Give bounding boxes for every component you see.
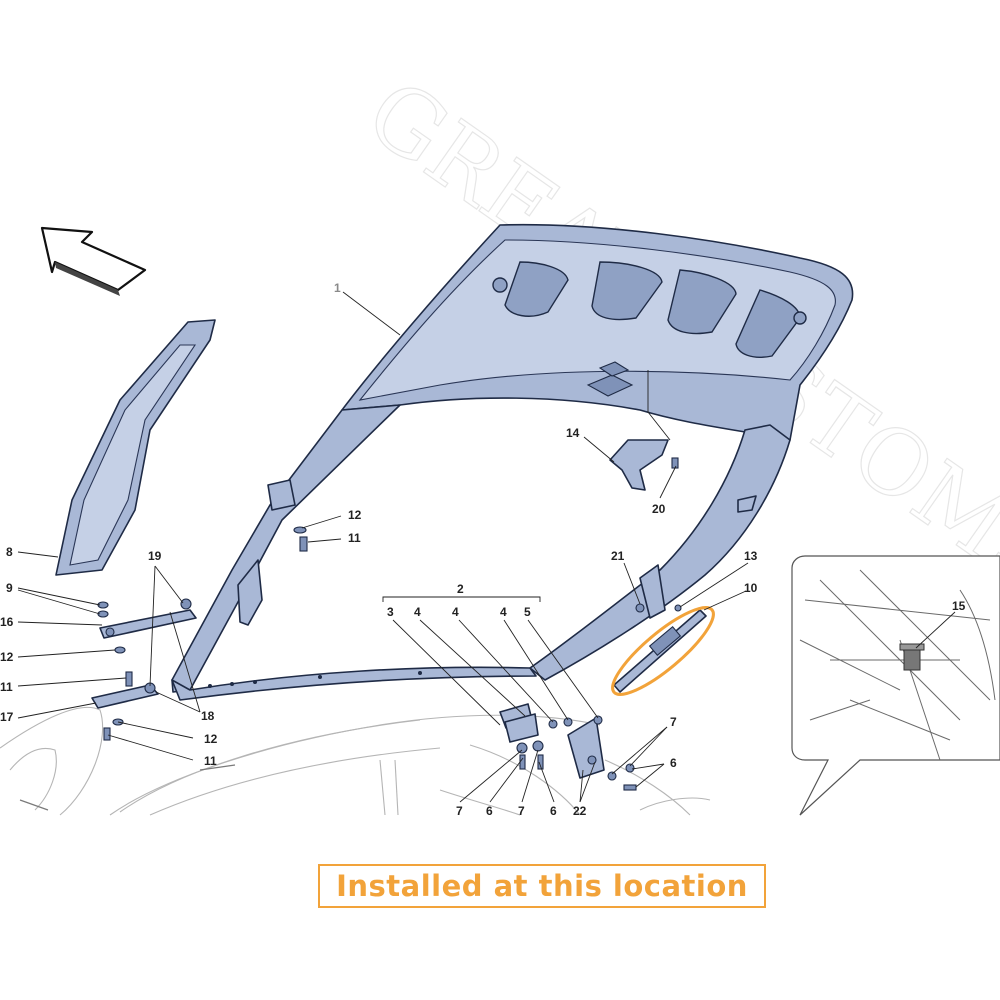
callout-1: 1 xyxy=(334,281,341,295)
callout-4-c: 4 xyxy=(500,605,507,619)
install-location-text: Installed at this location xyxy=(336,869,748,903)
callout-18-a: 18 xyxy=(201,709,215,723)
callout-11-b: 11 xyxy=(0,680,13,694)
callout-12-b: 12 xyxy=(0,650,14,664)
car-body-outline xyxy=(0,706,711,816)
callout-10: 10 xyxy=(744,581,758,595)
strut-bracket xyxy=(635,564,682,619)
hinge-arm-lower xyxy=(91,682,159,709)
hood-frame xyxy=(171,404,791,701)
hood-bracket xyxy=(609,439,669,491)
callout-5: 5 xyxy=(524,605,531,619)
direction-arrow-icon xyxy=(40,226,147,296)
callout-6-a: 6 xyxy=(486,804,493,818)
strut-highlight xyxy=(611,606,715,696)
callout-labels: 1 2 3 4 4 4 5 6 6 6 7 7 7 8 9 10 11 11 1… xyxy=(0,281,966,818)
install-location-banner: Installed at this location xyxy=(318,864,766,908)
callout-16: 16 xyxy=(0,615,14,629)
callout-14: 14 xyxy=(566,426,580,440)
inset-detail xyxy=(791,555,1000,816)
fastener-group-left xyxy=(97,526,308,741)
hinge-assembly xyxy=(499,703,637,791)
callout-8: 8 xyxy=(6,545,13,559)
callout-22: 22 xyxy=(573,804,587,818)
callout-19: 19 xyxy=(148,549,162,563)
callout-6-c: 6 xyxy=(670,756,677,770)
callout-12-c: 12 xyxy=(204,732,218,746)
side-seal xyxy=(55,319,216,576)
callout-4-b: 4 xyxy=(452,605,459,619)
callout-11-a: 11 xyxy=(348,531,361,545)
hood-inner-panel xyxy=(341,223,854,441)
callout-12-a: 12 xyxy=(348,508,362,522)
callout-2: 2 xyxy=(457,582,464,596)
callout-6-b: 6 xyxy=(550,804,557,818)
callout-7-c: 7 xyxy=(670,715,677,729)
callout-7-b: 7 xyxy=(518,804,525,818)
callout-13: 13 xyxy=(744,549,758,563)
hinge-arm-upper xyxy=(99,598,197,639)
callout-3: 3 xyxy=(387,605,394,619)
callout-20: 20 xyxy=(652,502,666,516)
callout-7-a: 7 xyxy=(456,804,463,818)
gas-strut xyxy=(611,606,715,696)
bump-stop xyxy=(899,643,925,671)
callout-15: 15 xyxy=(952,599,966,613)
callout-17: 17 xyxy=(0,710,14,724)
callout-9: 9 xyxy=(6,581,13,595)
screw-20 xyxy=(671,457,679,469)
leader-lines xyxy=(17,291,956,803)
callout-21: 21 xyxy=(611,549,625,563)
callout-11-c: 11 xyxy=(204,754,217,768)
callout-4-a: 4 xyxy=(414,605,421,619)
